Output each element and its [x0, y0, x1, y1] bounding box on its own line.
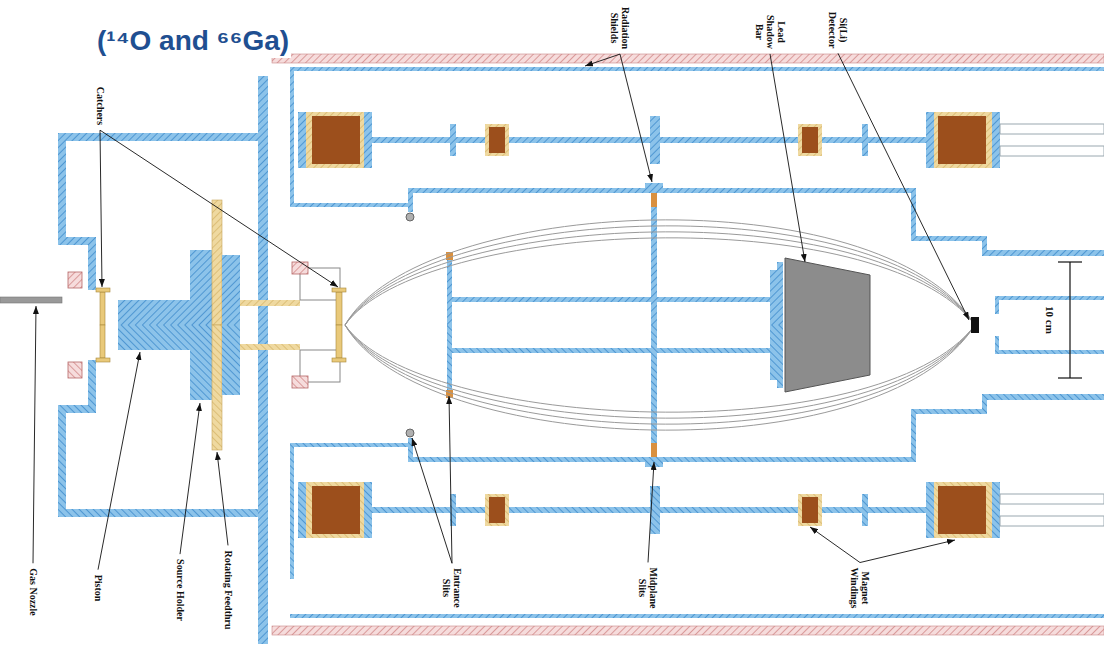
spectrometer-half-shape — [651, 193, 657, 325]
spectrometer-half-shape — [290, 203, 408, 207]
part-label: Si(Li) Detector — [827, 11, 849, 50]
leader-arrow — [585, 54, 620, 66]
leader-arrow — [100, 130, 102, 287]
part-label: Source Holder — [175, 558, 186, 622]
leader-arrow — [860, 540, 955, 563]
outer-housing-shape — [258, 76, 268, 644]
spectrometer-half-shape — [364, 112, 372, 168]
spectrometer-half-shape — [345, 226, 975, 325]
centre-parts-shape — [1058, 261, 1082, 262]
spectrometer-half-shape — [798, 124, 822, 156]
centre-parts-shape — [1058, 377, 1082, 378]
title-heading: (¹⁴O and ⁶⁶Ga) — [95, 24, 291, 58]
spectrometer-half-shape — [336, 292, 342, 325]
part-label: Rotating Feedthru — [223, 549, 234, 630]
spectrometer-half-shape — [222, 255, 240, 325]
spectrometer-half — [58, 71, 1104, 325]
spectrometer-half-shape — [992, 112, 1000, 168]
spectrometer-half-shape — [298, 112, 306, 168]
spectrometer-half-shape — [995, 296, 999, 314]
outer-housing-shape — [272, 54, 1104, 63]
spectrometer-half-shape — [345, 220, 975, 325]
spectrometer-half-shape — [312, 116, 360, 164]
part-label: Piston — [93, 574, 104, 603]
spectrometer-half-shape — [862, 124, 868, 156]
leader-arrow — [449, 396, 452, 563]
part-label: Radiation Shields — [609, 6, 631, 50]
leader-arrow — [412, 438, 452, 563]
spectrometer-half-shape — [88, 245, 96, 290]
leader-arrow — [838, 53, 969, 320]
part-label: Entrance Slits — [441, 567, 463, 608]
part-label: Gas Nozzle — [28, 567, 39, 617]
spectrometer-half-shape — [1000, 124, 1104, 134]
spectrometer-half-shape — [489, 127, 505, 153]
spectrometer-half-shape — [926, 112, 934, 168]
spectrometer-half-shape — [934, 112, 992, 168]
part-label: Catchers — [95, 86, 106, 126]
spectrometer-half-shape — [212, 200, 222, 325]
spectrometer-half-shape — [938, 116, 986, 164]
part-label: Midplane Slits — [637, 566, 659, 609]
leader-arrow — [33, 306, 36, 563]
centre-parts-shape — [785, 258, 870, 392]
centre-parts — [0, 258, 1082, 392]
spectrometer-half-shape — [651, 193, 657, 207]
spectrometer-half-shape — [982, 250, 1104, 256]
centre-parts-shape — [971, 317, 979, 333]
spectrometer-half-shape — [450, 124, 456, 156]
spectrometer-half-shape — [345, 232, 975, 325]
leader-arrow — [810, 527, 860, 563]
spectrometer-half-shape — [66, 237, 96, 245]
centre-parts-shape — [0, 297, 62, 303]
part-label: Lead Shadow Bar — [754, 14, 787, 50]
spectrometer-half-shape — [911, 236, 987, 241]
spectrometer-half-shape — [68, 272, 82, 288]
spectrometer-half-shape — [408, 188, 413, 212]
spectrometer-half-shape — [650, 116, 660, 164]
spectrometer-half-shape — [58, 133, 258, 141]
spectrometer-half-shape — [802, 127, 818, 153]
spectrometer-half-shape — [240, 300, 300, 306]
spectrometer-half-shape — [58, 133, 66, 245]
leader-arrow — [180, 403, 200, 554]
leader-arrow — [98, 352, 140, 570]
spectrometer-half-shape — [100, 292, 105, 325]
spectrometer-half-shape — [298, 137, 1000, 143]
spectrometer-half-shape — [96, 288, 110, 292]
spectrometer-half-shape — [292, 262, 308, 274]
spectrometer-half-mirror — [58, 325, 1104, 579]
spectrometer-half-shape — [190, 250, 212, 325]
spectrometer-half-shape — [777, 262, 783, 325]
spectrometer-half-shape — [995, 296, 1104, 300]
leader-arrow — [620, 54, 652, 182]
part-label: Magnet Windings — [849, 567, 871, 610]
leader-arrow — [100, 130, 338, 287]
spectrometer-half-shape — [118, 300, 190, 325]
spectrometer-half-shape — [645, 183, 663, 193]
outer-housing-shape — [290, 614, 1104, 618]
spectrometer-half-shape — [306, 112, 364, 168]
leader-arrow — [648, 462, 654, 562]
spectrometer-half-shape — [345, 238, 975, 325]
spectrometer-half-shape — [485, 124, 509, 156]
spectrometer-half-shape — [332, 288, 346, 292]
centre-parts-shape — [1069, 262, 1070, 378]
leader-arrow — [217, 452, 228, 545]
leader-arrow — [770, 54, 805, 262]
spectrometer-half-shape — [770, 270, 777, 325]
scale-label: 10 cm — [1044, 305, 1056, 335]
spectrometer-half-shape — [452, 297, 772, 302]
outer-housing-shape — [272, 626, 1104, 635]
spectrometer-half-shape — [406, 213, 414, 221]
spectrometer-half-shape — [290, 71, 294, 207]
spectrometer-half-shape — [447, 258, 452, 325]
spectrometer-half-shape — [1000, 146, 1104, 156]
outer-housing-shape — [290, 67, 1104, 71]
spectrometer-half-shape — [911, 188, 916, 240]
